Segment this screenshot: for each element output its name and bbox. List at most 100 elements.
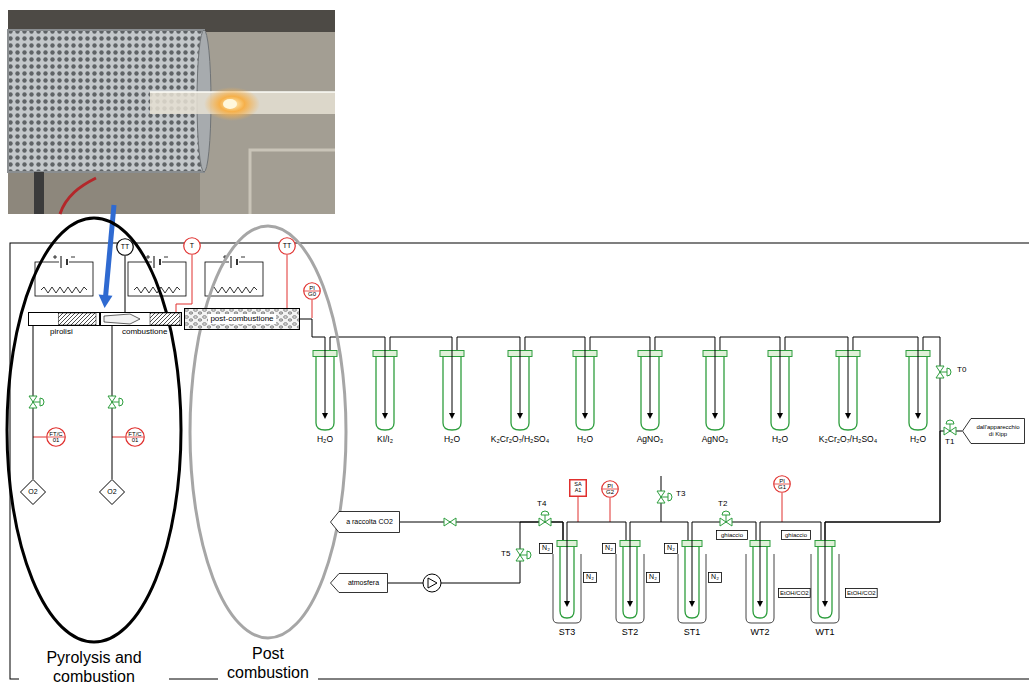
heater-box [35,262,93,296]
node-text: K₂Cr₂O₇/H₂SO₄ [491,435,549,445]
instrument-circle [184,238,201,255]
node-text: combustione [122,327,167,336]
node-text: H₂O [910,435,926,445]
dip-tube [692,540,693,602]
signal-line [176,255,192,312]
diamond-outline [100,480,125,505]
instrument-bubble: T [183,237,201,255]
bubbler-outline [767,350,793,436]
cold-trap: ST3 [551,540,583,637]
node-text: ST2 [622,627,639,637]
valve-actuator [40,398,44,406]
valve-stem [940,372,947,373]
flow-arrowhead [757,601,763,607]
signal-line [578,497,579,522]
rod [250,150,335,214]
node-text: N₂ [542,544,550,552]
bubbler-outline [702,350,728,436]
cold-trap: WT1 [809,540,841,637]
cold-trap-outline [744,540,776,624]
combustion-boat [104,314,140,324]
node-text: atmosfera [348,579,379,587]
node-text: H₂O [577,435,593,445]
dip-tube [825,540,826,602]
node-text: pirolisi [50,327,73,336]
signal-line [782,493,783,522]
dip-tube [630,540,631,602]
battery-plate [159,259,161,265]
box-outline [665,544,678,554]
bubbler-outline [905,350,931,436]
instrument-circle [117,239,134,256]
heater-symbol [35,255,93,296]
valve-tag: T2 [717,500,728,509]
box-outline [779,589,811,598]
gas-supply: O2 [20,479,46,505]
dip-tube [325,350,326,414]
node-text: N₂ [667,544,675,552]
cold-trap: ST1 [676,540,708,637]
dip-tube [714,350,715,414]
reactor-section: combustione [100,312,182,337]
valve-tag: T4 [536,500,547,509]
node-text: AgNO₃ [637,435,664,445]
node-text: FT/C [128,431,141,437]
bubbler-outline [637,350,663,436]
node-text: TT [121,243,130,250]
valve-symbol [726,518,732,526]
gas-line [630,522,688,540]
box-outline [584,573,597,583]
node-text: 01 [132,437,139,443]
valve-actuator [527,551,531,559]
cold-trap: ST2 [614,540,646,637]
flow-arrowhead [915,413,921,419]
gas-supply: O2 [99,479,125,505]
node-text: G0 [308,291,316,297]
flame-glow [204,87,260,121]
polarity-sign [146,255,168,259]
gas-line [125,256,126,312]
photo-shelf [8,10,335,32]
node-text: EtOH/CO2 [780,590,809,597]
signal-line [610,498,611,522]
gas-line [655,337,715,350]
battery-plate [154,256,155,268]
node-text: H₂O [444,435,460,445]
gas-line [692,522,756,540]
region-outline-outline [186,222,350,696]
catalyst-bed [150,313,180,325]
flame-core [223,99,237,109]
tag-box: N₂ [583,572,597,583]
analyzer-box: SAA1 [569,479,587,497]
node-text: N₂ [649,573,657,581]
bubbler-outline [439,350,465,436]
gas-line [525,337,585,350]
photo-background [8,10,335,214]
arrow-outline [963,419,1025,444]
instrument-bubble: PIG2 [601,480,619,498]
valve-symbol [450,518,456,526]
dip-tube [847,350,848,414]
instrument-bubble: FT/C01 [125,427,145,447]
node-text: PI [309,285,315,291]
node-text: ST1 [684,627,701,637]
valve-actuator [119,398,123,406]
bubbler-outline [372,350,398,436]
valve-symbol [108,402,116,408]
bubbler: H₂O [312,350,338,445]
flow-arrowhead [822,601,828,607]
node-text: WT2 [751,627,770,637]
heater-symbol [205,255,263,296]
flow-arrowhead [845,413,851,419]
bubbler: KI/I₂ [372,350,398,445]
region-ellipse [7,218,181,642]
bubbler-outline [572,350,598,436]
dip-tube [585,350,586,414]
signal-line [112,437,125,438]
box-outline [540,544,553,554]
node-text: T [190,242,194,249]
box-outline [603,544,616,554]
valve-tag: T5 [500,550,511,559]
tag-box: ghiaccio [781,530,811,540]
